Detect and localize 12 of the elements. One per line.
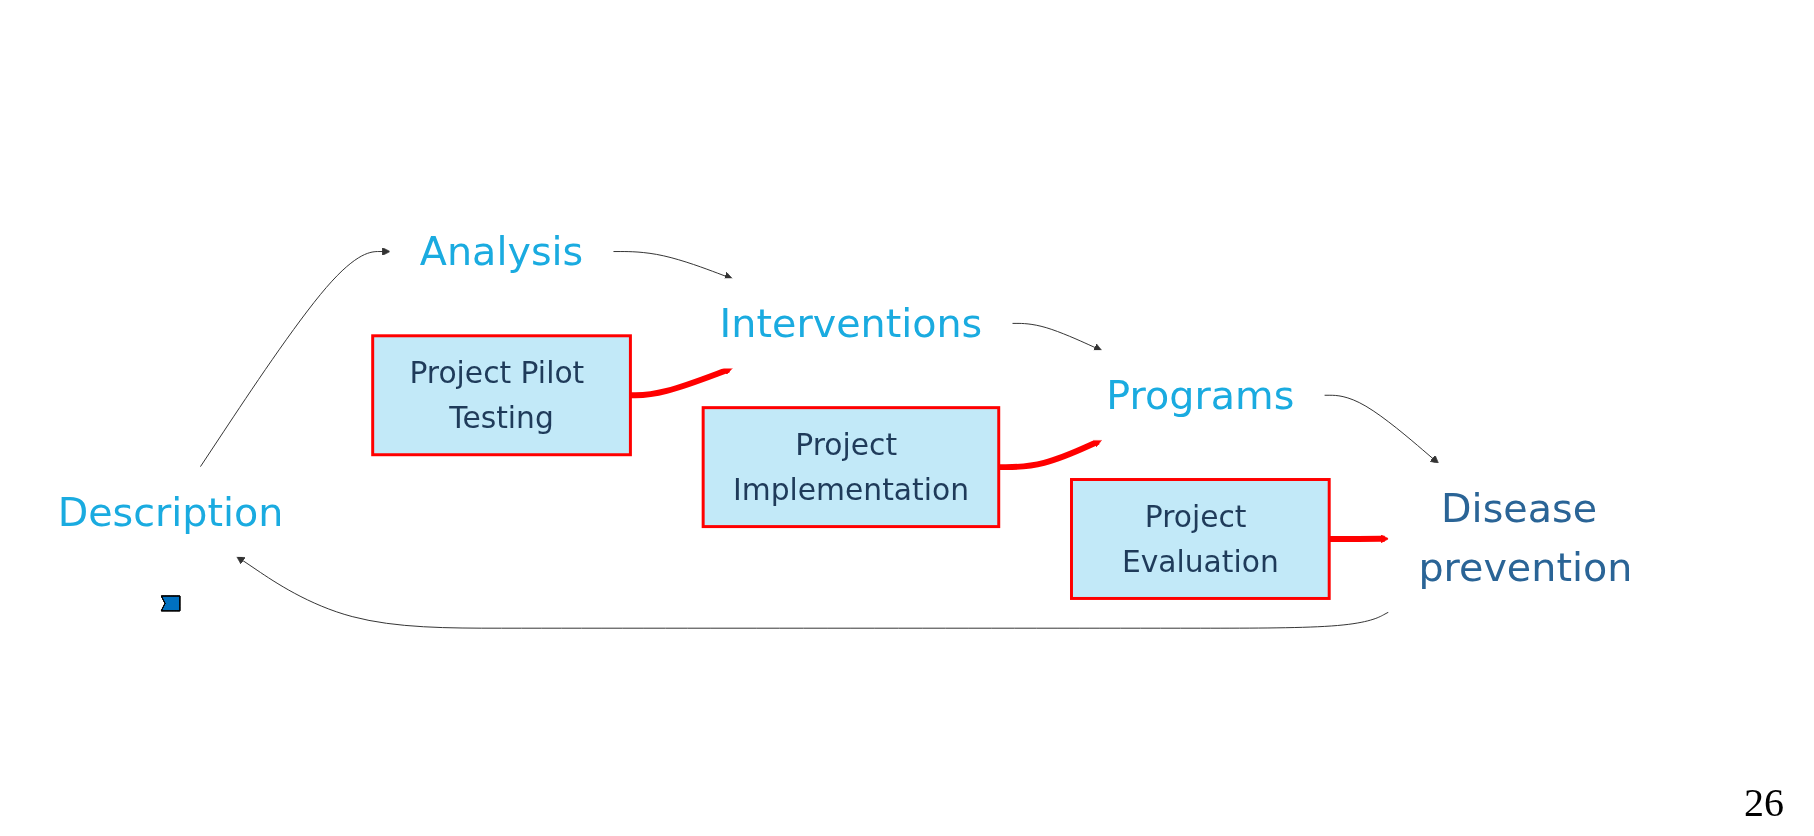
node-box: Project Evaluation [1070, 478, 1331, 601]
node-box: Project Implementation [701, 406, 1001, 529]
arrow [630, 367, 733, 399]
node-text: Disease prevention [1418, 485, 1633, 591]
node-text: Programs [1106, 372, 1295, 419]
arrow [998, 439, 1103, 471]
node-text: Description [57, 489, 284, 535]
arrow [1329, 534, 1390, 544]
node-box: Project Pilot Testing [371, 334, 632, 457]
node-text: Interventions [719, 301, 983, 347]
node-text: Analysis [419, 229, 584, 275]
page-number: 26 [1744, 780, 1784, 825]
